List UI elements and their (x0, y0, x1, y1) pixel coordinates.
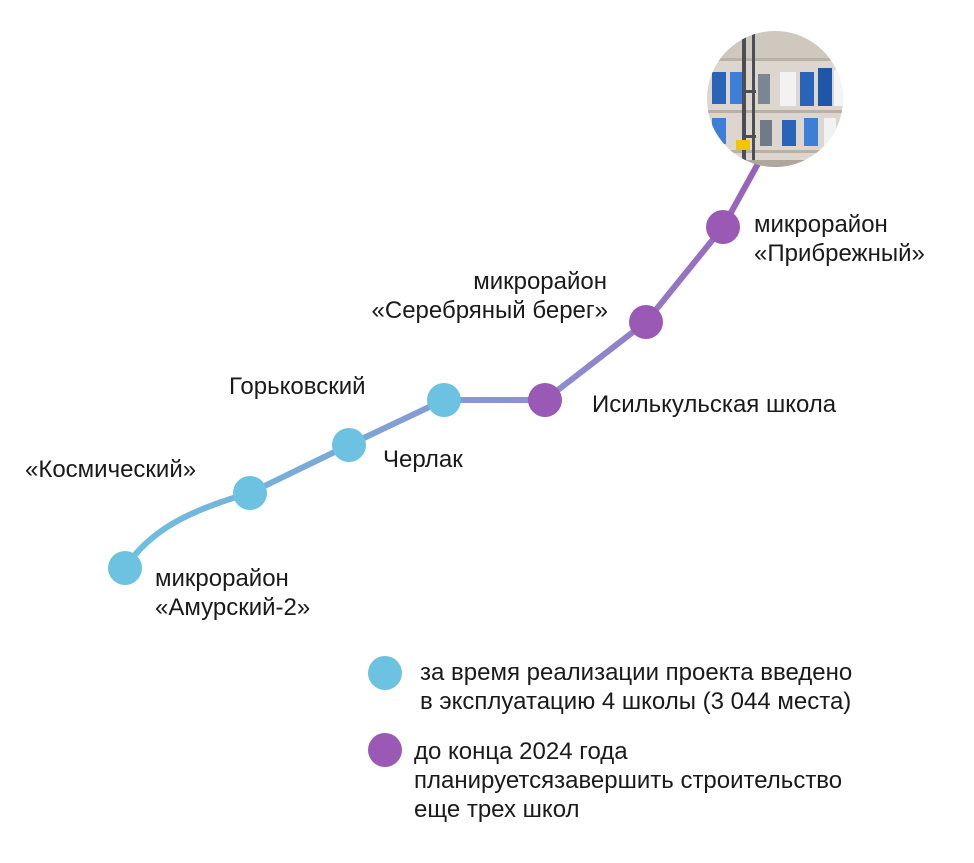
stop-marker-pribrezhny (706, 210, 740, 244)
stop-marker-isilkul (528, 383, 562, 417)
stop-label-cherlak-line1: Черлак (383, 446, 463, 473)
stop-label-amursky: микрорайон «Амурский-2» (155, 564, 310, 622)
stop-label-isilkul-line1: Исилькульская школа (592, 391, 837, 418)
stop-label-isilkul: Исилькульская школа (592, 390, 836, 419)
stop-label-pribrezhny-line2: «Прибрежный» (754, 240, 925, 267)
stop-label-serebryany: микрорайон «Серебряный берег» (372, 267, 608, 325)
legend-completed-marker (368, 656, 402, 690)
stop-label-amursky-line1: микрорайон (155, 565, 289, 592)
stop-label-gorkovsky: Горьковский (229, 372, 366, 401)
stop-marker-gorkovsky (427, 383, 461, 417)
legend-planned-text: до конца 2024 года планируетсязавершить … (414, 738, 843, 823)
stop-label-gorkovsky-line1: Горьковский (229, 373, 366, 400)
route-line (122, 157, 763, 571)
stop-label-kosmichesky-line1: «Космический» (25, 456, 197, 483)
stop-label-cherlak: Черлак (383, 445, 463, 474)
stop-label-pribrezhny-line1: микрорайон (754, 211, 888, 238)
stop-label-serebryany-line2: «Серебряный берег» (371, 297, 608, 324)
stop-label-pribrezhny: микрорайон «Прибрежный» (754, 210, 925, 268)
stop-marker-kosmichesky (233, 476, 267, 510)
stop-marker-serebryany (629, 305, 663, 339)
stop-label-kosmichesky: «Космический» (25, 455, 196, 484)
stop-label-amursky-line2: «Амурский-2» (155, 594, 311, 621)
school-building-photo (707, 31, 843, 167)
stop-marker-cherlak (332, 428, 366, 462)
legend-completed-text: за время реализации проекта введено в эк… (420, 659, 853, 715)
stop-marker-amursky (108, 551, 142, 585)
legend-planned-marker (368, 733, 402, 767)
stop-label-serebryany-line1: микрорайон (473, 268, 607, 295)
